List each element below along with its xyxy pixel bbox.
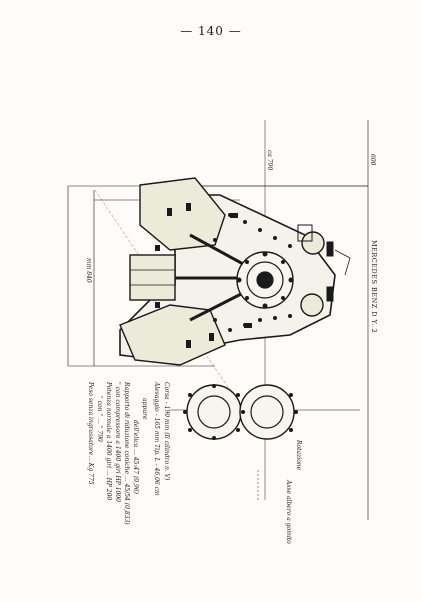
spec-line-4: " con compressore a 1400 giri HP 1000: [114, 382, 121, 502]
cylinder-lower: [119, 304, 226, 366]
crank-inner: [256, 271, 274, 289]
dimension-label-half: 600: [369, 154, 376, 166]
side-caption: MERCEDES BENZ D Y. 2: [370, 240, 378, 334]
flange-right-inner: [250, 395, 284, 429]
cylinder-left: [129, 254, 176, 301]
spec-line-5: Rapporto di riduzione coniche ... 45/54 …: [123, 382, 130, 525]
flange-right-outer: [239, 384, 295, 440]
dimension-line-diag: [94, 189, 251, 421]
accessory-box: [297, 224, 313, 242]
cylinder-upper: [139, 177, 226, 251]
axis-note: Asse albero a gomito: [285, 480, 292, 544]
rod-lower: [189, 290, 246, 322]
dimension-label-height: mm 840: [85, 258, 92, 283]
spec-line-1: Peso senza ingrassatore... Kg 775: [87, 382, 94, 485]
flange-left-inner: [197, 395, 231, 429]
flange-left-outer: [186, 384, 242, 440]
spec-line-8: Alesaggio - 165 mm Tip. L - 46,06 cm: [153, 382, 160, 496]
magneto-upper: [301, 231, 325, 255]
dimension-label-top-offset: ca 790: [266, 150, 273, 171]
spec-line-6: dell'elica ... 45:47 (0,96): [132, 420, 139, 494]
crank-mid: [246, 261, 284, 299]
magneto-lower: [300, 293, 324, 317]
page-number: — 140 —: [180, 24, 242, 38]
spec-line-9: Corsa - 190 mm (Il cilindro n. V): [163, 382, 170, 481]
spec-line-7: appure: [141, 398, 148, 420]
rotation-note: Rotazione: [295, 440, 302, 471]
spec-line-3: Potenza normale a 1400 giri ... HP 200: [105, 382, 112, 501]
spec-line-2: " con " ... " 790: [96, 396, 103, 442]
rod-upper: [189, 233, 246, 267]
